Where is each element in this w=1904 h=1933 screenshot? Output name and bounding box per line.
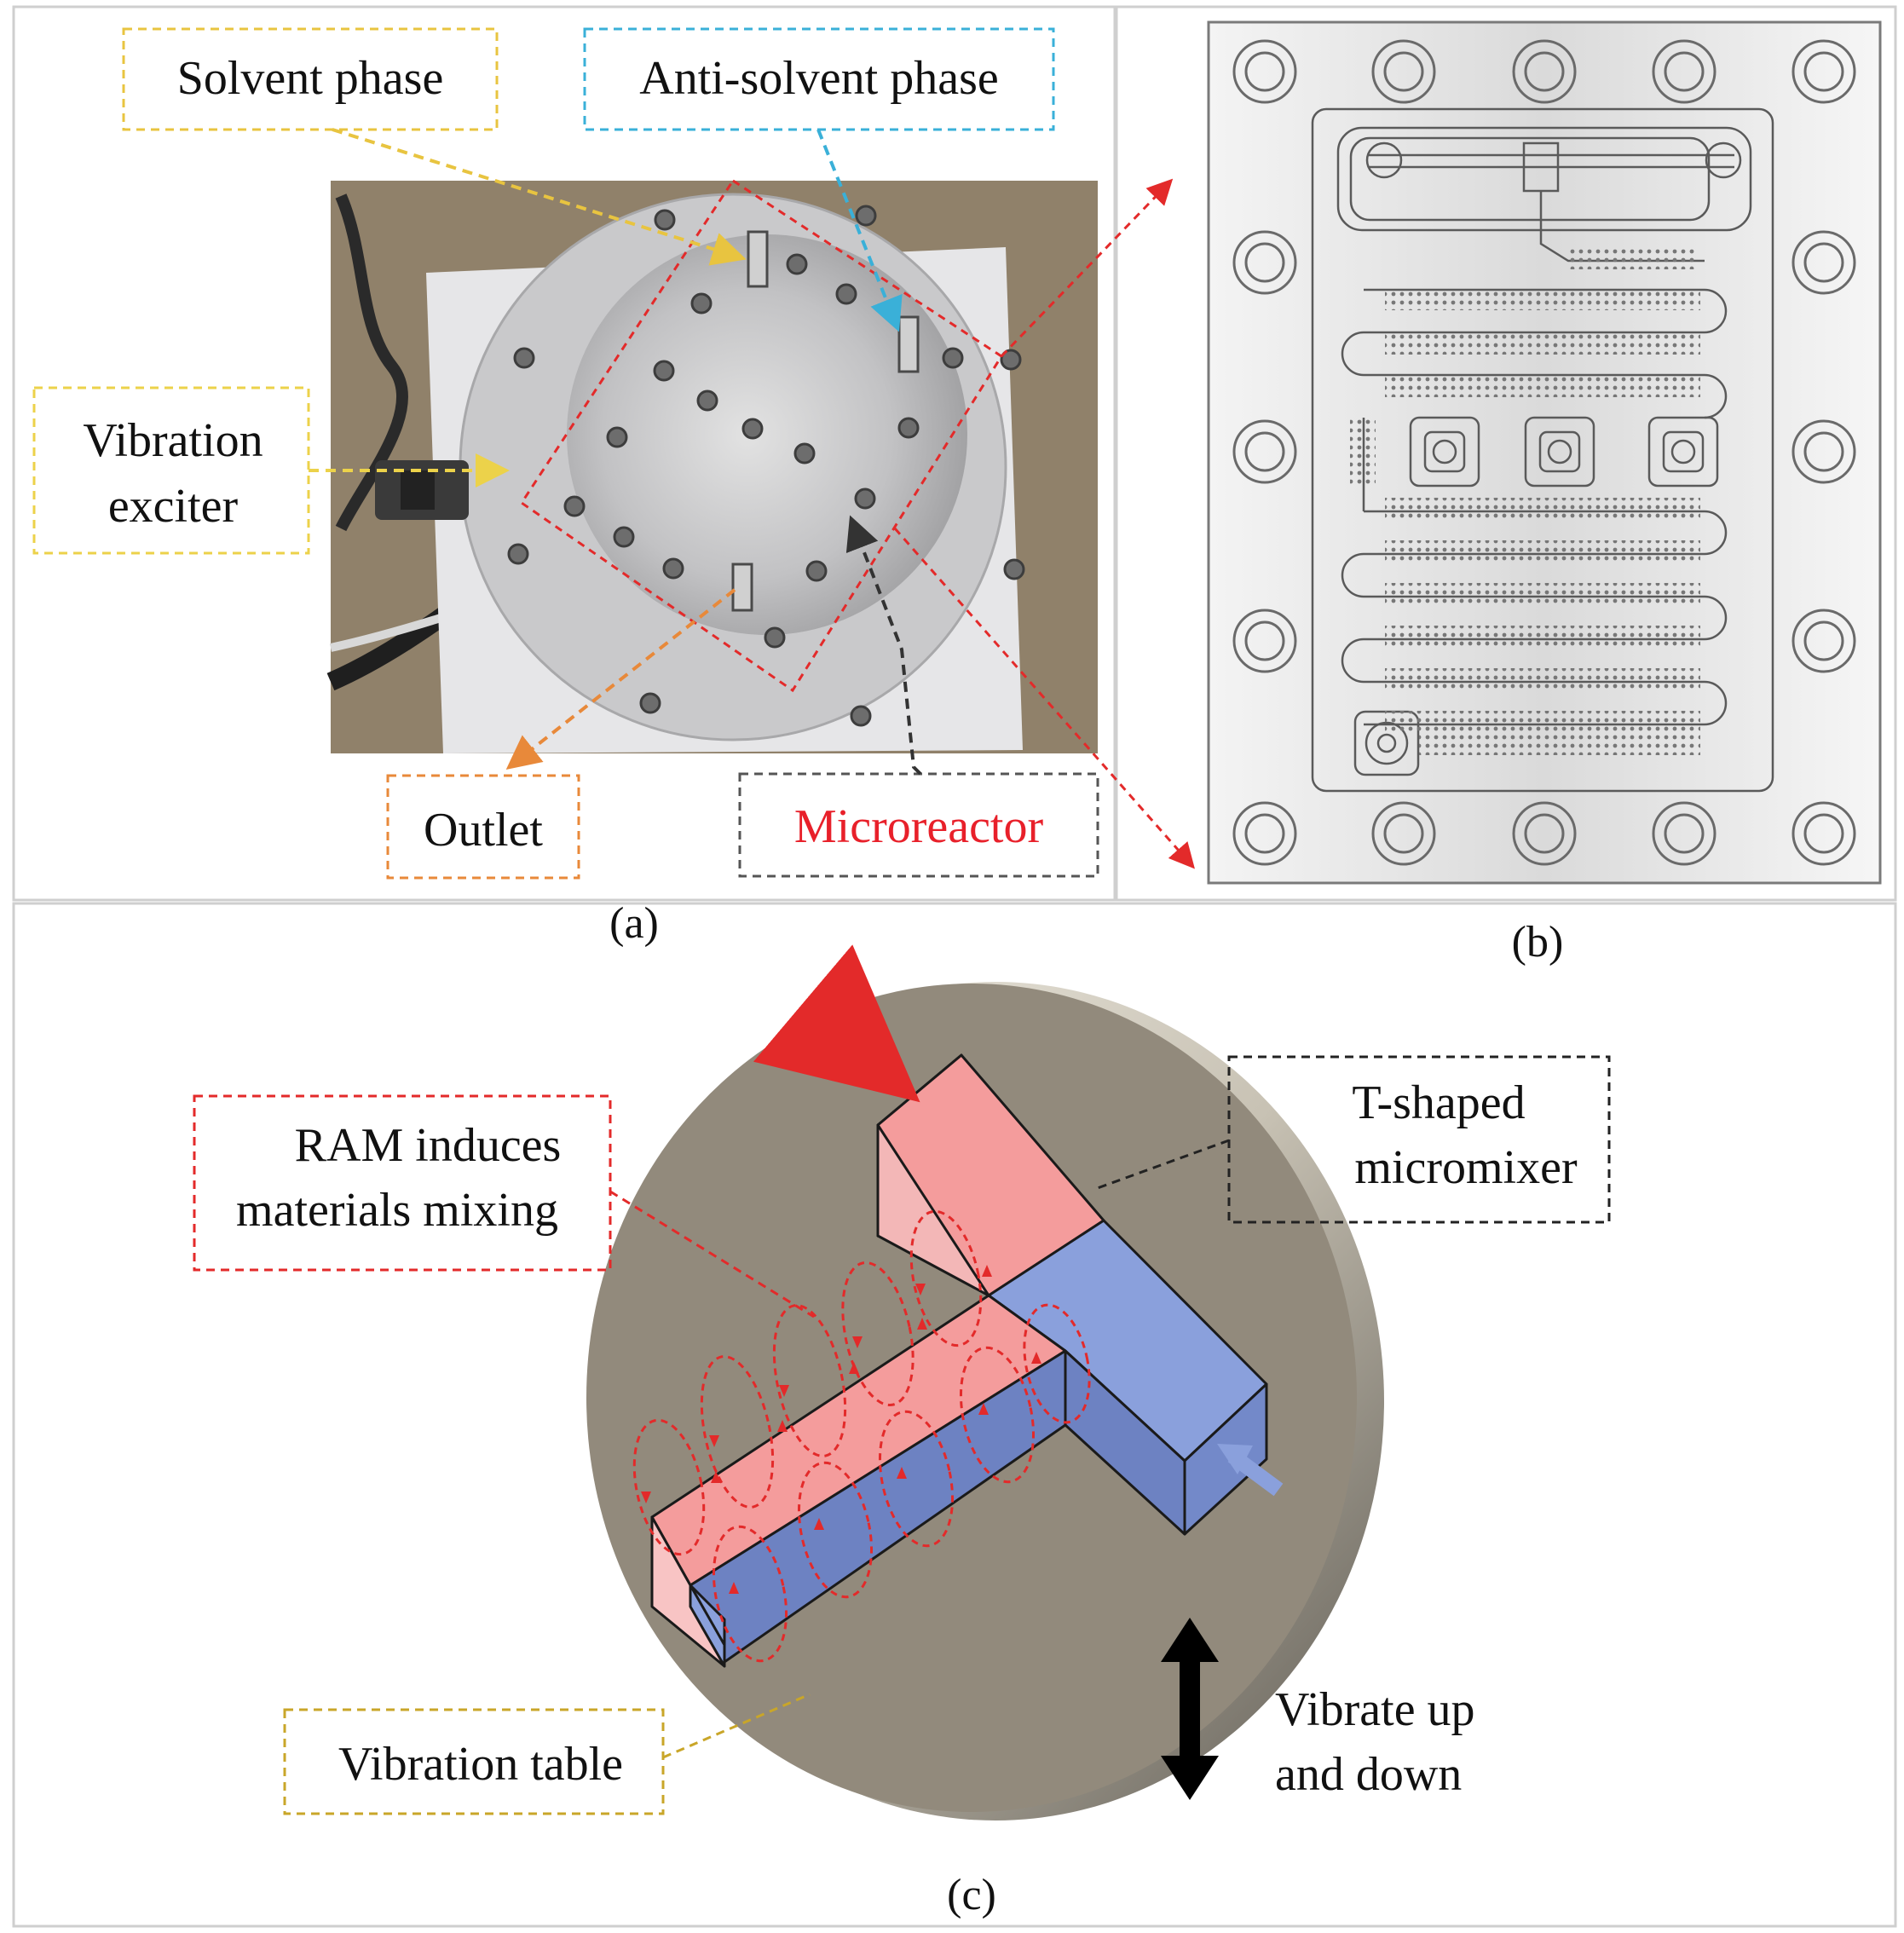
blue-inlet-arrowhead: [1217, 1444, 1253, 1474]
microreactor-arrow: [845, 515, 922, 776]
anti-solvent-phase-label: Anti-solvent phase: [639, 52, 998, 105]
panel-a-label: (a): [609, 899, 659, 948]
t-shaped-label-line2: micromixer: [1354, 1141, 1578, 1194]
vibration-exciter-box: [32, 386, 310, 555]
ram-mixing-leader: [609, 1190, 815, 1318]
solvent-phase-box: [122, 27, 499, 131]
pink-inlet-arrow: [753, 944, 920, 1103]
microreactor-outline: [519, 178, 1004, 693]
vibration-table-label: Vibration table: [338, 1738, 623, 1791]
zoom-arrow-bottom: [893, 528, 1195, 869]
anti-solvent-phase-arrow: [816, 129, 903, 332]
plate-bolts: [507, 205, 1025, 727]
t-shaped-leader: [1094, 1139, 1230, 1191]
figure-frames: [12, 5, 1897, 1928]
anti-solvent-phase-box: [583, 27, 1055, 131]
t-shaped-box: [1227, 1055, 1611, 1224]
microchannel-layout: [1311, 107, 1774, 793]
solvent-phase-label: Solvent phase: [177, 52, 444, 105]
vibrate-double-arrow: [1161, 1618, 1219, 1800]
vibration-table-box: [283, 1708, 665, 1815]
solvent-phase-arrow: [332, 128, 747, 266]
inlet-fittings: [731, 230, 920, 612]
vibrate-label-line2: and down: [1275, 1748, 1462, 1801]
apparatus-photo: [326, 181, 1098, 753]
panel-c: RAM induces materials mixing T-shaped mi…: [193, 944, 1611, 1919]
outlet-arrow: [505, 588, 736, 770]
ram-mixing-box: [193, 1094, 612, 1272]
micropillar-arrays: [1350, 249, 1700, 755]
outlet-box: [386, 774, 580, 880]
panel-a: Solvent phase Anti-solvent phase Vibrati…: [32, 27, 1195, 948]
panel-b-label: (b): [1512, 918, 1564, 966]
vibration-exciter-label-line1: Vibration: [83, 414, 263, 467]
microreactor-box: [738, 772, 1099, 878]
vibration-exciter-label-line2: exciter: [108, 480, 239, 533]
outlet-label: Outlet: [424, 804, 543, 857]
ram-mixing-label-line1: RAM induces: [295, 1119, 562, 1172]
panel-c-label: (c): [947, 1871, 996, 1919]
vibration-table-leader: [662, 1693, 811, 1759]
ram-flow-arrowheads: [641, 1265, 1041, 1594]
vibrate-label-line1: Vibrate up: [1275, 1683, 1475, 1736]
panel-b: (b): [1207, 20, 1882, 966]
microreactor-label: Microreactor: [794, 800, 1044, 853]
mounting-holes: [1232, 39, 1856, 866]
t-shaped-label-line1: T-shaped: [1352, 1076, 1525, 1129]
ram-mixing-label-line2: materials mixing: [236, 1184, 558, 1237]
